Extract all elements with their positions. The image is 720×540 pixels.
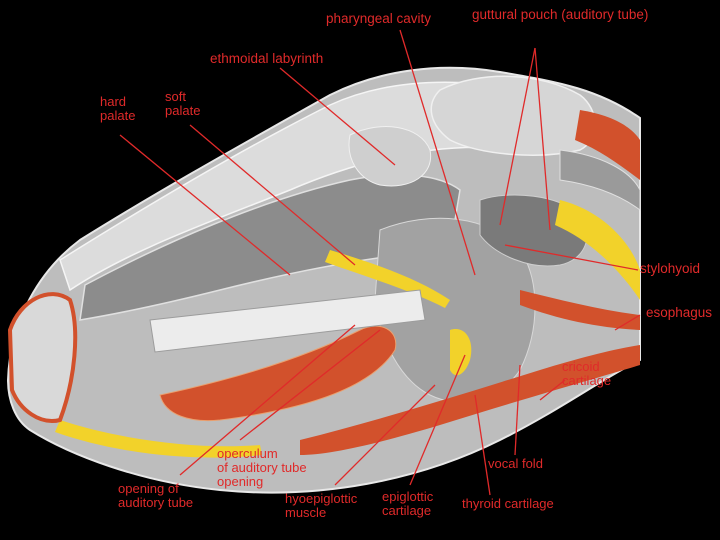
- label-hyoepiglottic-muscle: hyoepiglottic muscle: [285, 492, 357, 520]
- label-esophagus: esophagus: [646, 306, 712, 320]
- label-thyroid-cartilage: thyroid cartilage: [462, 497, 554, 511]
- label-soft-palate: soft palate: [165, 90, 200, 118]
- label-stylohyoid: stylohyoid: [640, 262, 700, 276]
- label-hard-palate: hard palate: [100, 95, 135, 123]
- label-vocal-fold: vocal fold: [488, 457, 543, 471]
- label-pharyngeal-cavity: pharyngeal cavity: [326, 12, 431, 26]
- label-ethmoidal-labyrinth: ethmoidal labyrinth: [210, 52, 323, 66]
- label-guttural-pouch: guttural pouch (auditory tube): [472, 8, 648, 22]
- label-epiglottic-cartilage: epiglottic cartilage: [382, 490, 433, 518]
- label-operculum: operculum of auditory tube opening: [217, 447, 307, 489]
- label-cricoid-cartilage: cricoid cartilage: [562, 360, 611, 388]
- label-opening-auditory-tube: opening of auditory tube: [118, 482, 193, 510]
- rostral-jaw: [10, 294, 75, 421]
